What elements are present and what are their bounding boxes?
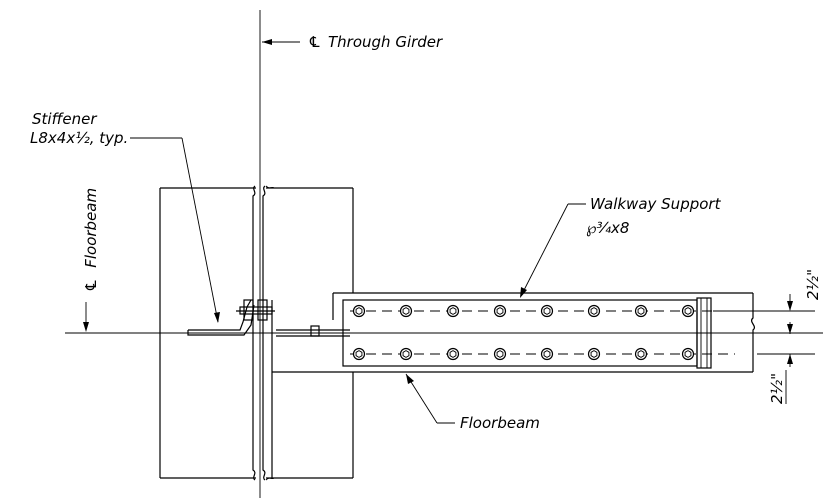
bolt (634, 347, 648, 361)
dimension-bottom: 2½" (768, 373, 786, 404)
girder-web (252, 185, 275, 481)
floorbeam-centerline-text: Floorbeam (82, 188, 100, 268)
bolt (352, 347, 366, 361)
stiffener-angle (187, 299, 350, 478)
bolt (399, 304, 413, 318)
floorbeam-leader (405, 373, 455, 424)
walkway-support-leader (520, 203, 586, 298)
bolt (446, 347, 460, 361)
bolt (587, 347, 601, 361)
bolt (493, 347, 507, 361)
walkway-support-spec: ℘¾x8 (586, 219, 629, 237)
connection-block (310, 325, 320, 337)
bolt (634, 304, 648, 318)
floorbeam-outline (272, 292, 756, 373)
bolt (587, 304, 601, 318)
floorbeam-centerline-label: ℄ Floorbeam (82, 188, 100, 292)
bolt (446, 304, 460, 318)
walkway-support-plate (342, 297, 712, 369)
floorbeam-label: Floorbeam (460, 414, 540, 432)
girder-centerline-leader (262, 39, 300, 45)
bolt (352, 304, 366, 318)
girder-centerline-symbol: ℄ (308, 33, 321, 51)
bolt (681, 304, 695, 318)
stiffener-bolt (236, 299, 275, 321)
bolt (493, 304, 507, 318)
bolt-row-top (352, 304, 695, 318)
walkway-support-title: Walkway Support (590, 195, 722, 213)
stiffener-leader (130, 137, 220, 323)
bolt (681, 347, 695, 361)
bolt-row-bottom (352, 347, 695, 361)
bolt (540, 304, 554, 318)
girder-centerline-label: Through Girder (328, 33, 443, 51)
girder-outline (159, 187, 354, 479)
stiffener-title: Stiffener (32, 110, 97, 128)
dimension-top: 2½" (804, 269, 822, 300)
bolt (540, 347, 554, 361)
bolt (399, 347, 413, 361)
stiffener-spec: L8x4x½, typ. (30, 129, 128, 147)
dimension-lines (713, 294, 815, 367)
floorbeam-centerline-arrow (83, 322, 89, 332)
floorbeam-centerline-symbol: ℄ (82, 279, 100, 292)
